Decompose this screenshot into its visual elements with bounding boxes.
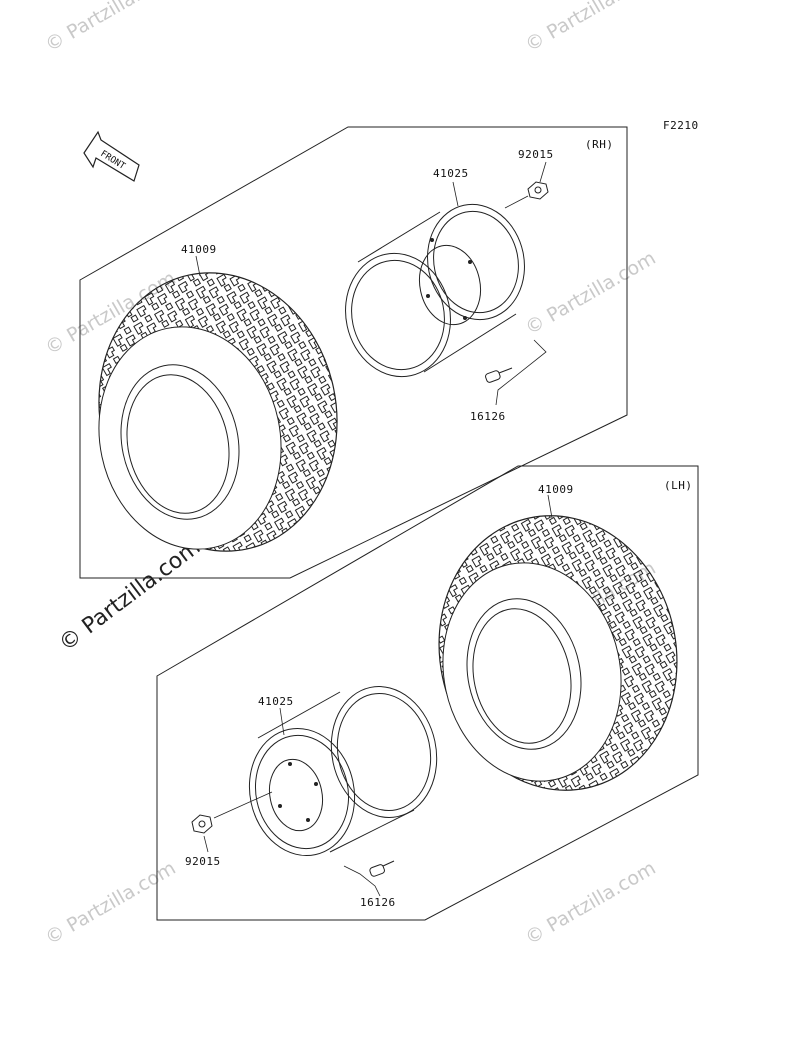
section-frame-lh <box>156 465 699 921</box>
part-number-16126-lh: 16126 <box>360 896 396 909</box>
wheel-rh <box>345 203 525 378</box>
watermark: © Partzilla.com <box>42 857 180 949</box>
watermark: © Partzilla.com <box>522 0 660 56</box>
figure-code: F2210 <box>663 119 699 132</box>
side-label-rh: (RH) <box>585 138 614 151</box>
watermark: © Partzilla.com <box>42 0 180 56</box>
front-arrow-icon: FRONT <box>83 130 140 182</box>
nut-lh <box>191 814 213 834</box>
tire-rh <box>98 272 338 552</box>
valve-lh <box>369 860 395 877</box>
valve-rh <box>485 367 513 383</box>
watermark-large: © Partzilla.com <box>55 535 206 657</box>
part-number-41025-rh: 41025 <box>433 167 469 180</box>
nut-rh <box>527 181 549 200</box>
section-rh: (RH) <box>79 126 628 579</box>
part-number-41025-lh: 41025 <box>258 695 294 708</box>
part-number-92015-lh: 92015 <box>185 855 221 868</box>
part-number-16126-rh: 16126 <box>470 410 506 423</box>
part-number-41009-rh: 41009 <box>181 243 217 256</box>
watermark: © Partzilla.com <box>522 857 660 949</box>
section-lh: (LH) <box>156 465 699 921</box>
side-label-lh: (LH) <box>664 479 693 492</box>
section-frame-rh <box>79 126 628 579</box>
wheel-lh <box>248 686 438 857</box>
watermark: © Partzilla.com <box>522 247 660 339</box>
tire-lh <box>438 515 678 791</box>
part-number-41009-lh: 41009 <box>538 483 574 496</box>
part-number-92015-rh: 92015 <box>518 148 554 161</box>
